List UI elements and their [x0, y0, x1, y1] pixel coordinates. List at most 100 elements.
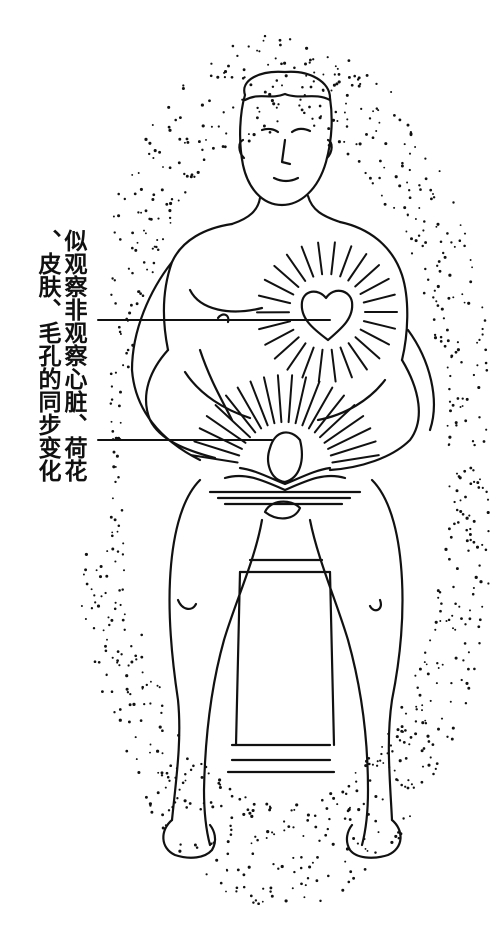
aura-dot: [368, 117, 372, 120]
aura-dot: [178, 788, 181, 791]
pointer-lines: [97, 319, 331, 441]
aura-dot: [114, 465, 117, 468]
aura-dot: [169, 764, 173, 768]
aura-dot: [458, 239, 462, 242]
aura-dot: [256, 106, 259, 110]
aura-dot: [436, 589, 440, 593]
aura-dot: [420, 749, 424, 753]
aura-dot: [363, 868, 367, 871]
aura-dot: [128, 311, 132, 315]
aura-dot: [104, 591, 107, 595]
ray-line: [276, 374, 283, 424]
aura-dot: [82, 573, 85, 576]
aura-dot: [405, 230, 408, 233]
aura-dot: [272, 862, 275, 866]
aura-dot: [144, 795, 148, 799]
aura-dot: [348, 818, 352, 821]
aura-dot: [235, 890, 238, 893]
aura-dot: [269, 806, 272, 810]
aura-dot: [346, 152, 350, 156]
aura-dot: [116, 550, 120, 553]
aura-dot: [126, 365, 130, 369]
aura-dot: [134, 654, 138, 658]
aura-dot: [258, 110, 261, 113]
aura-dot: [409, 130, 413, 134]
aura-dot: [165, 771, 169, 775]
aura-dot: [272, 102, 276, 106]
aura-dot: [371, 763, 374, 766]
aura-dot: [156, 238, 159, 242]
ray-line: [294, 376, 307, 425]
aura-dot: [225, 890, 227, 893]
aura-dot: [462, 659, 465, 662]
aura-dot: [145, 683, 148, 687]
aura-dot: [223, 76, 226, 79]
aura-dot: [195, 846, 199, 849]
aura-dot: [434, 620, 438, 624]
aura-dot: [160, 704, 164, 707]
ray-line: [347, 342, 368, 371]
ray-line: [319, 404, 356, 439]
aura-dot: [423, 661, 426, 664]
aura-dot: [119, 332, 122, 336]
aura-dot: [168, 166, 172, 170]
aura-dot: [256, 49, 259, 52]
aura-dot: [358, 142, 362, 146]
aura-dot: [352, 837, 356, 840]
aura-dot: [437, 260, 441, 263]
aura-dot: [151, 124, 154, 126]
aura-dot: [140, 211, 143, 214]
ray-line: [273, 264, 300, 288]
aura-dot: [183, 799, 187, 803]
aura-dot: [453, 500, 456, 504]
aura-dot: [309, 58, 312, 62]
aura-dot: [424, 267, 427, 271]
aura-dot: [186, 140, 190, 144]
aura-dot: [479, 580, 483, 584]
aura-dot: [485, 428, 488, 431]
aura-dot: [468, 617, 472, 621]
ray-line: [329, 440, 377, 457]
aura-dot: [455, 508, 459, 512]
aura-dot: [126, 691, 130, 694]
aura-dot: [201, 148, 204, 152]
aura-dot: [185, 137, 189, 141]
aura-dot: [408, 196, 412, 200]
aura-dot: [157, 217, 160, 220]
aura-dot: [95, 569, 98, 572]
aura-dot: [482, 440, 486, 443]
aura-dot: [419, 188, 422, 191]
aura-dot: [408, 743, 411, 746]
aura-dot: [312, 58, 315, 61]
aura-dot: [244, 796, 247, 799]
aura-dot: [398, 184, 402, 188]
ray-line: [307, 386, 334, 430]
aura-dot: [156, 248, 160, 251]
aura-dot: [384, 142, 388, 146]
aura-dot: [105, 673, 108, 677]
aura-dot: [303, 111, 306, 115]
aura-dot: [422, 229, 425, 232]
aura-dot: [374, 794, 378, 799]
aura-dot: [435, 300, 438, 303]
aura-dot: [168, 216, 172, 220]
aura-dot: [334, 65, 337, 68]
aura-dot: [345, 125, 349, 128]
aura-dot: [149, 743, 152, 746]
aura-dot: [99, 564, 103, 569]
aura-dot: [137, 770, 141, 775]
aura-dot: [110, 385, 114, 388]
aura-dot: [421, 704, 424, 707]
aura-dot: [131, 271, 134, 275]
aura-dot: [114, 601, 117, 604]
aura-dot: [461, 512, 465, 516]
aura-dot: [118, 589, 121, 592]
aura-dot: [313, 71, 316, 74]
chair: [226, 558, 336, 774]
aura-dot: [454, 602, 457, 605]
aura-dot: [397, 837, 400, 840]
aura-dot: [396, 779, 399, 782]
aura-dot: [472, 586, 475, 590]
aura-dot: [447, 296, 451, 300]
aura-dot: [402, 741, 406, 744]
